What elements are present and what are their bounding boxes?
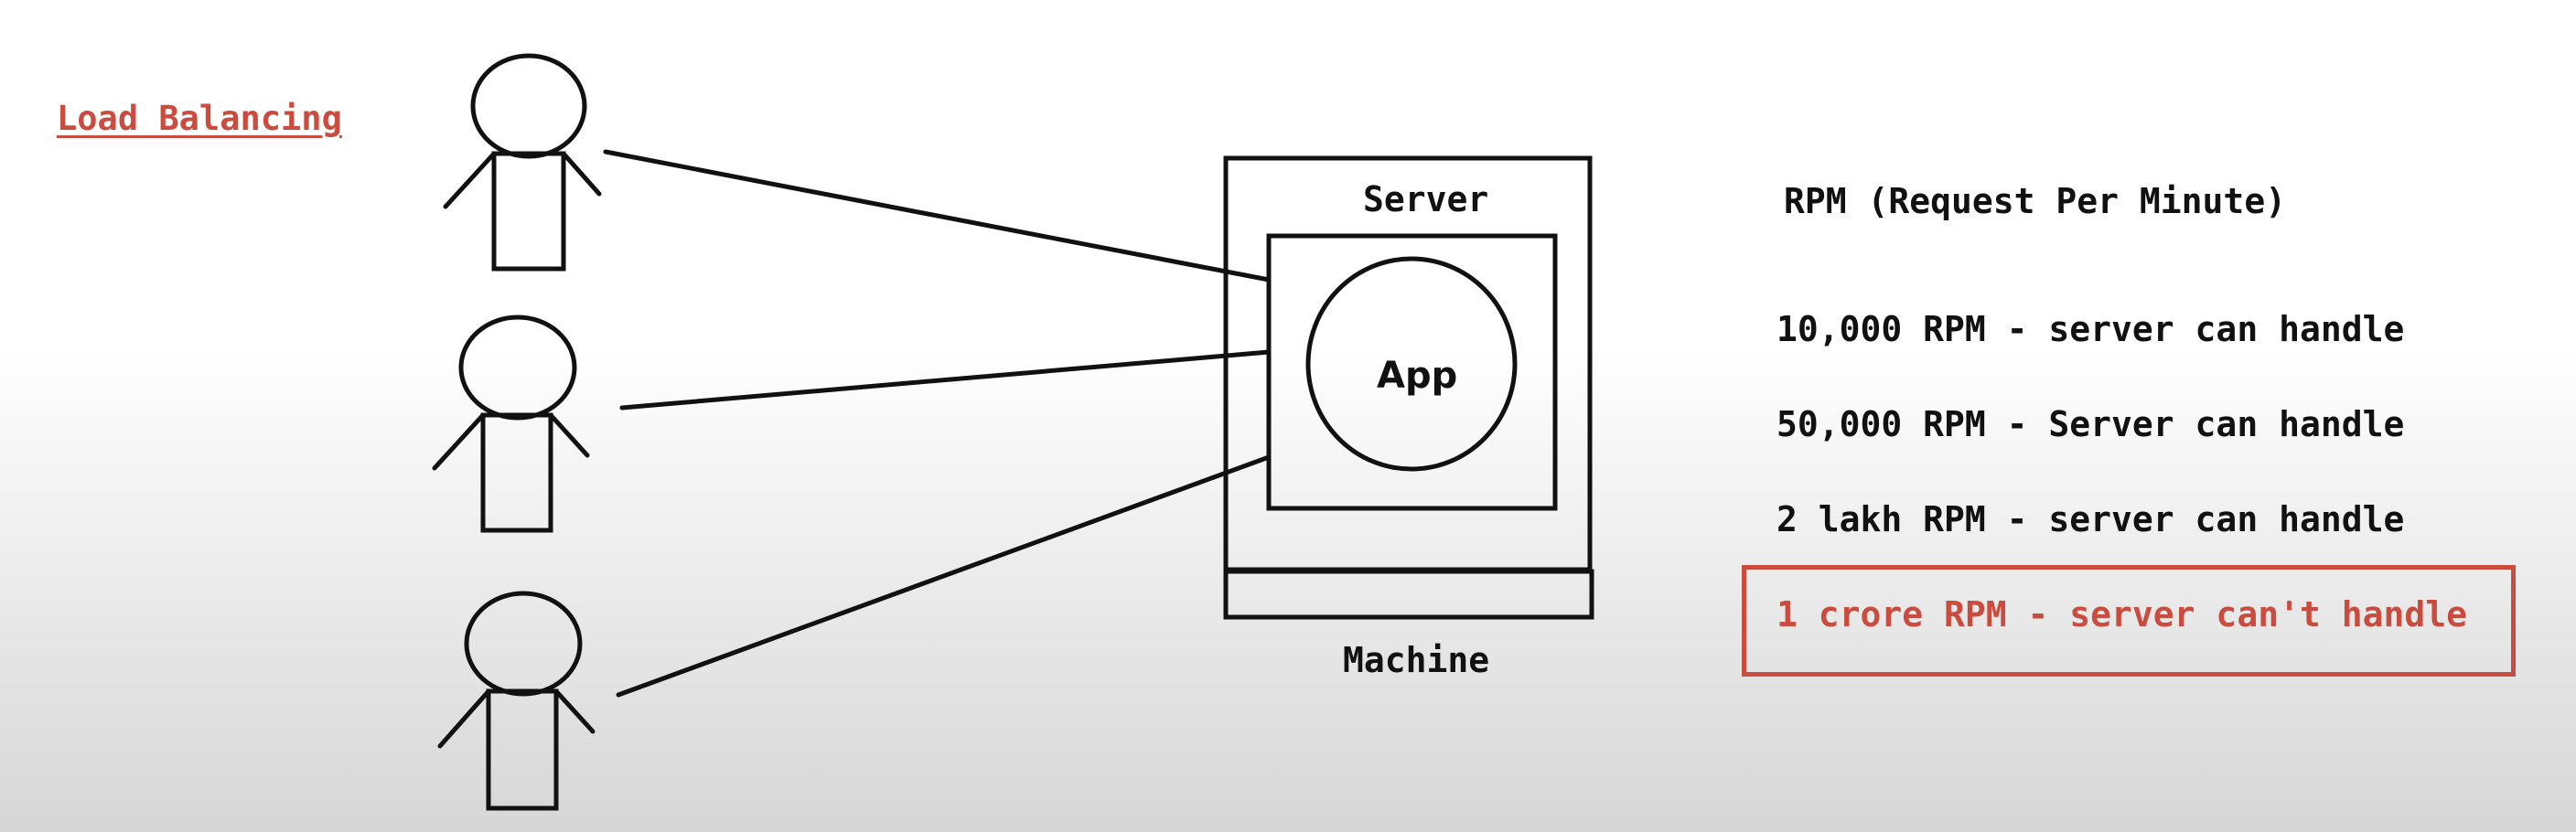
rpm-line: 50,000 RPM - Server can handle (1776, 404, 2405, 444)
app-label: App (1377, 355, 1458, 397)
rpm-heading: RPM (Request Per Minute) (1784, 181, 2287, 221)
highlight-box (1742, 565, 2516, 677)
connection-line-1 (603, 149, 1272, 283)
server-label: Server (1363, 179, 1489, 219)
rpm-line: 10,000 RPM - server can handle (1776, 309, 2405, 349)
page-title: Load Balancing (57, 99, 342, 138)
user-figure-3 (437, 591, 596, 811)
app-circle (1305, 256, 1518, 472)
machine-label: Machine (1343, 640, 1490, 680)
rpm-line: 2 lakh RPM - server can handle (1776, 499, 2405, 539)
user-figure-1 (443, 53, 602, 272)
machine-base (1223, 569, 1594, 620)
user-figure-2 (432, 315, 590, 533)
connection-line-2 (619, 349, 1272, 411)
rpm-highlight-line: 1 crore RPM - server can't handle (1776, 594, 2467, 635)
connection-line-3 (616, 454, 1272, 698)
app-container (1266, 233, 1558, 511)
